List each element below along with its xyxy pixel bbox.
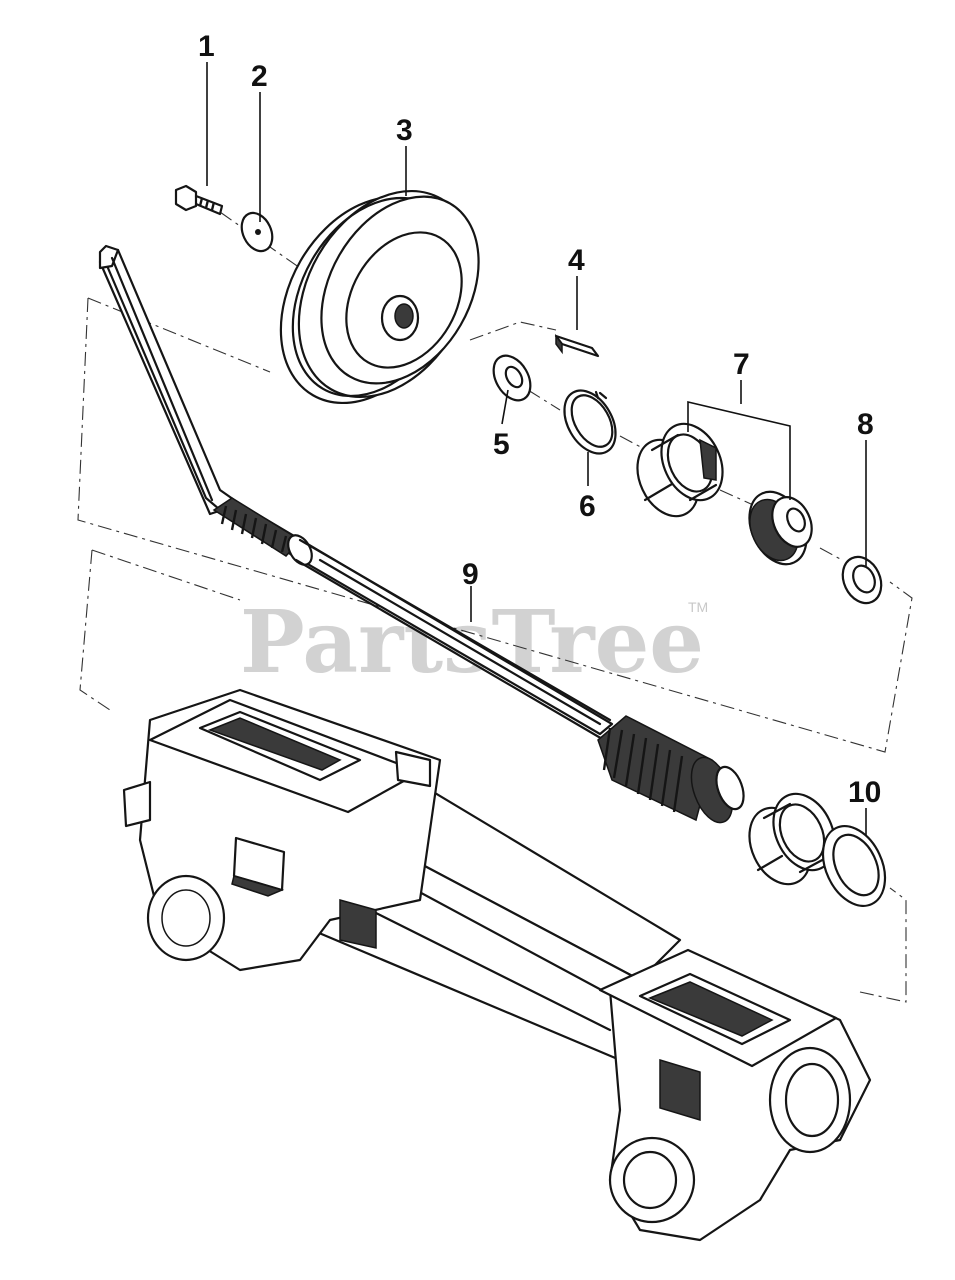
callout-4: 4 [568, 244, 585, 277]
washer-part-8 [841, 555, 883, 605]
callout-9: 9 [462, 558, 479, 591]
washer-part-5 [492, 354, 532, 402]
callout-6: 6 [579, 490, 596, 523]
callout-3: 3 [396, 114, 413, 147]
key-part [554, 333, 600, 358]
washer-part-2 [240, 211, 274, 253]
callout-labels: 1 2 3 4 5 6 7 8 9 10 [198, 30, 881, 809]
worm-shaft-part [98, 244, 745, 824]
trademark-symbol: TM [688, 599, 708, 615]
bolt-part [174, 184, 224, 216]
shaft-group-outline [77, 297, 913, 753]
housing-group-outline [79, 549, 907, 1003]
callout-5: 5 [493, 428, 510, 461]
callout-1: 1 [198, 30, 215, 63]
transmission-housing [122, 688, 872, 1242]
callout-7: 7 [733, 348, 750, 381]
pulley-part [279, 189, 480, 405]
callout-2: 2 [251, 60, 268, 93]
callout-10: 10 [848, 776, 881, 809]
bearing-cup-lower-part [748, 792, 836, 886]
bearing-cup-part [636, 422, 724, 518]
callout-leaders [206, 62, 867, 836]
washer-part-10 [821, 825, 887, 907]
bearing-cone-part [748, 490, 813, 566]
snap-ring-part [563, 389, 617, 455]
callout-8: 8 [857, 408, 874, 441]
